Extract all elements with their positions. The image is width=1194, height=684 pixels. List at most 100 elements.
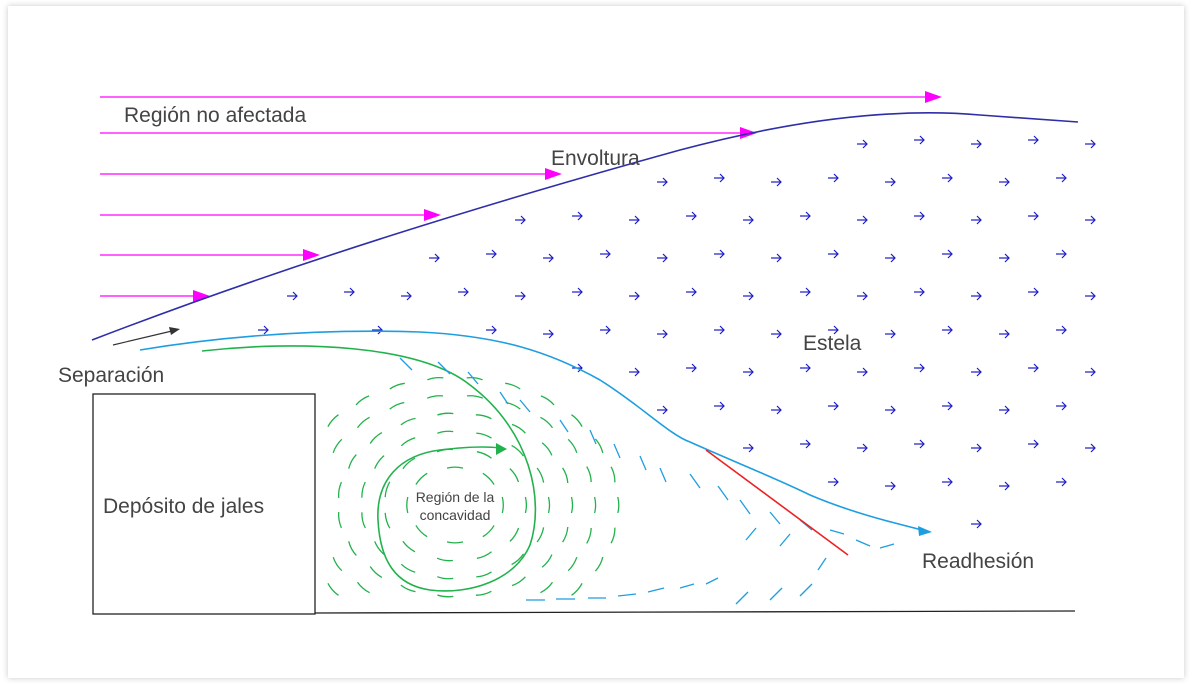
- wake-arrow: [1056, 249, 1067, 259]
- wake-arrow: [914, 363, 925, 373]
- wake-arrow: [857, 215, 868, 225]
- wake-arrow: [771, 405, 782, 415]
- wake-arrow: [486, 249, 497, 259]
- wake-arrow: [657, 405, 668, 415]
- recirculation-dash: [437, 576, 454, 580]
- wake-arrow: [714, 325, 725, 335]
- wake-arrow: [686, 287, 697, 297]
- recirculation-dash: [400, 417, 416, 426]
- recirculation-dash: [511, 444, 525, 457]
- wake-arrow: [372, 325, 383, 335]
- recirculation-dash: [337, 512, 342, 529]
- wake-arrow: [657, 177, 668, 187]
- recirculation-dash: [437, 594, 454, 598]
- wake-arrow: [800, 287, 811, 297]
- recirculation-dash: [476, 451, 492, 459]
- shear-dash: [717, 485, 729, 501]
- label-cavity-region: Región de la concavidad: [405, 488, 505, 524]
- wake-arrow: [486, 325, 497, 335]
- recirculation-dash: [505, 382, 521, 390]
- recirculation-dash: [475, 590, 492, 596]
- recirculation-dash: [356, 581, 370, 594]
- shear-dash: [769, 587, 783, 601]
- envelope-curve: [91, 112, 1079, 341]
- wake-arrow: [971, 367, 982, 377]
- recirculation-dash: [402, 457, 416, 470]
- wake-arrow: [1085, 291, 1096, 301]
- recirculation-dash: [593, 496, 597, 514]
- label-envelope: Envoltura: [551, 147, 640, 170]
- wake-arrow: [885, 481, 896, 491]
- shear-layer-dashes: [399, 357, 895, 605]
- wake-arrow: [828, 173, 839, 183]
- wake-arrow: [1028, 363, 1039, 373]
- shear-dash: [589, 429, 597, 445]
- wake-arrow: [1056, 325, 1067, 335]
- wake-arrow: [572, 211, 583, 221]
- wake-arrow: [401, 291, 412, 301]
- wake-arrow: [1056, 401, 1067, 411]
- wake-flow-arrows: [258, 135, 1096, 529]
- recirculation-dash: [400, 563, 416, 573]
- wake-arrow: [743, 291, 754, 301]
- label-tailings-deposit: Depósito de jales: [103, 495, 265, 518]
- separation-arrowhead: [169, 327, 180, 335]
- wake-arrow: [800, 363, 811, 373]
- recirculation-dash: [466, 395, 484, 399]
- shear-dash: [519, 399, 531, 413]
- wake-arrow: [287, 291, 298, 301]
- wake-arrow: [344, 287, 355, 297]
- shear-dash: [879, 543, 895, 549]
- recirculation-dash: [374, 541, 385, 555]
- shear-dash: [559, 419, 569, 433]
- recirculation-dash: [524, 496, 528, 514]
- wake-arrow: [885, 177, 896, 187]
- shear-dash: [499, 391, 509, 405]
- unaffected-flow-arrows: [100, 91, 942, 302]
- shear-dash: [399, 357, 413, 371]
- recirculation-dash: [594, 556, 604, 572]
- wake-arrow: [1028, 211, 1039, 221]
- recirculation-dash: [384, 512, 391, 529]
- recirculation-dash: [562, 467, 569, 484]
- recirculation-dash: [541, 442, 553, 456]
- recirculation-dash: [540, 395, 555, 406]
- recirculation-dash: [446, 541, 464, 544]
- recirculation-dash: [476, 571, 492, 578]
- recirculation-dash: [567, 556, 578, 572]
- recirculation-dash: [594, 438, 604, 454]
- recirculation-dash: [541, 554, 553, 568]
- wake-arrow: [1085, 215, 1096, 225]
- wake-arrow: [714, 401, 725, 411]
- recirculation-dash: [437, 430, 454, 434]
- recirculation-dash: [356, 416, 370, 429]
- recirculation-dash: [389, 382, 405, 390]
- recirculation-dash: [426, 395, 444, 399]
- recirculation-dash: [436, 557, 453, 562]
- wake-arrow: [828, 249, 839, 259]
- shear-dash: [613, 443, 621, 459]
- shear-dash: [705, 577, 719, 585]
- recirculation-dash: [536, 467, 545, 483]
- recirculation-dash: [348, 541, 357, 556]
- wake-arrow: [686, 211, 697, 221]
- wake-arrow: [258, 325, 269, 335]
- wake-arrow: [857, 139, 868, 149]
- recirculation-dash: [610, 527, 616, 544]
- shear-dash: [769, 511, 781, 525]
- wake-arrow: [629, 291, 640, 301]
- ground-line: [314, 610, 1076, 614]
- shear-dash: [779, 533, 791, 547]
- recirculation-dash: [567, 438, 578, 454]
- wake-arrow: [914, 287, 925, 297]
- shear-dash: [437, 361, 451, 375]
- recirculation-dash: [476, 432, 492, 439]
- wake-arrow: [686, 363, 697, 373]
- wake-arrow: [942, 173, 953, 183]
- wake-arrow: [857, 367, 868, 377]
- shear-dash: [799, 583, 813, 597]
- wake-arrow: [657, 253, 668, 263]
- recirculation-dash: [406, 496, 409, 514]
- recirculation-dash: [547, 496, 551, 514]
